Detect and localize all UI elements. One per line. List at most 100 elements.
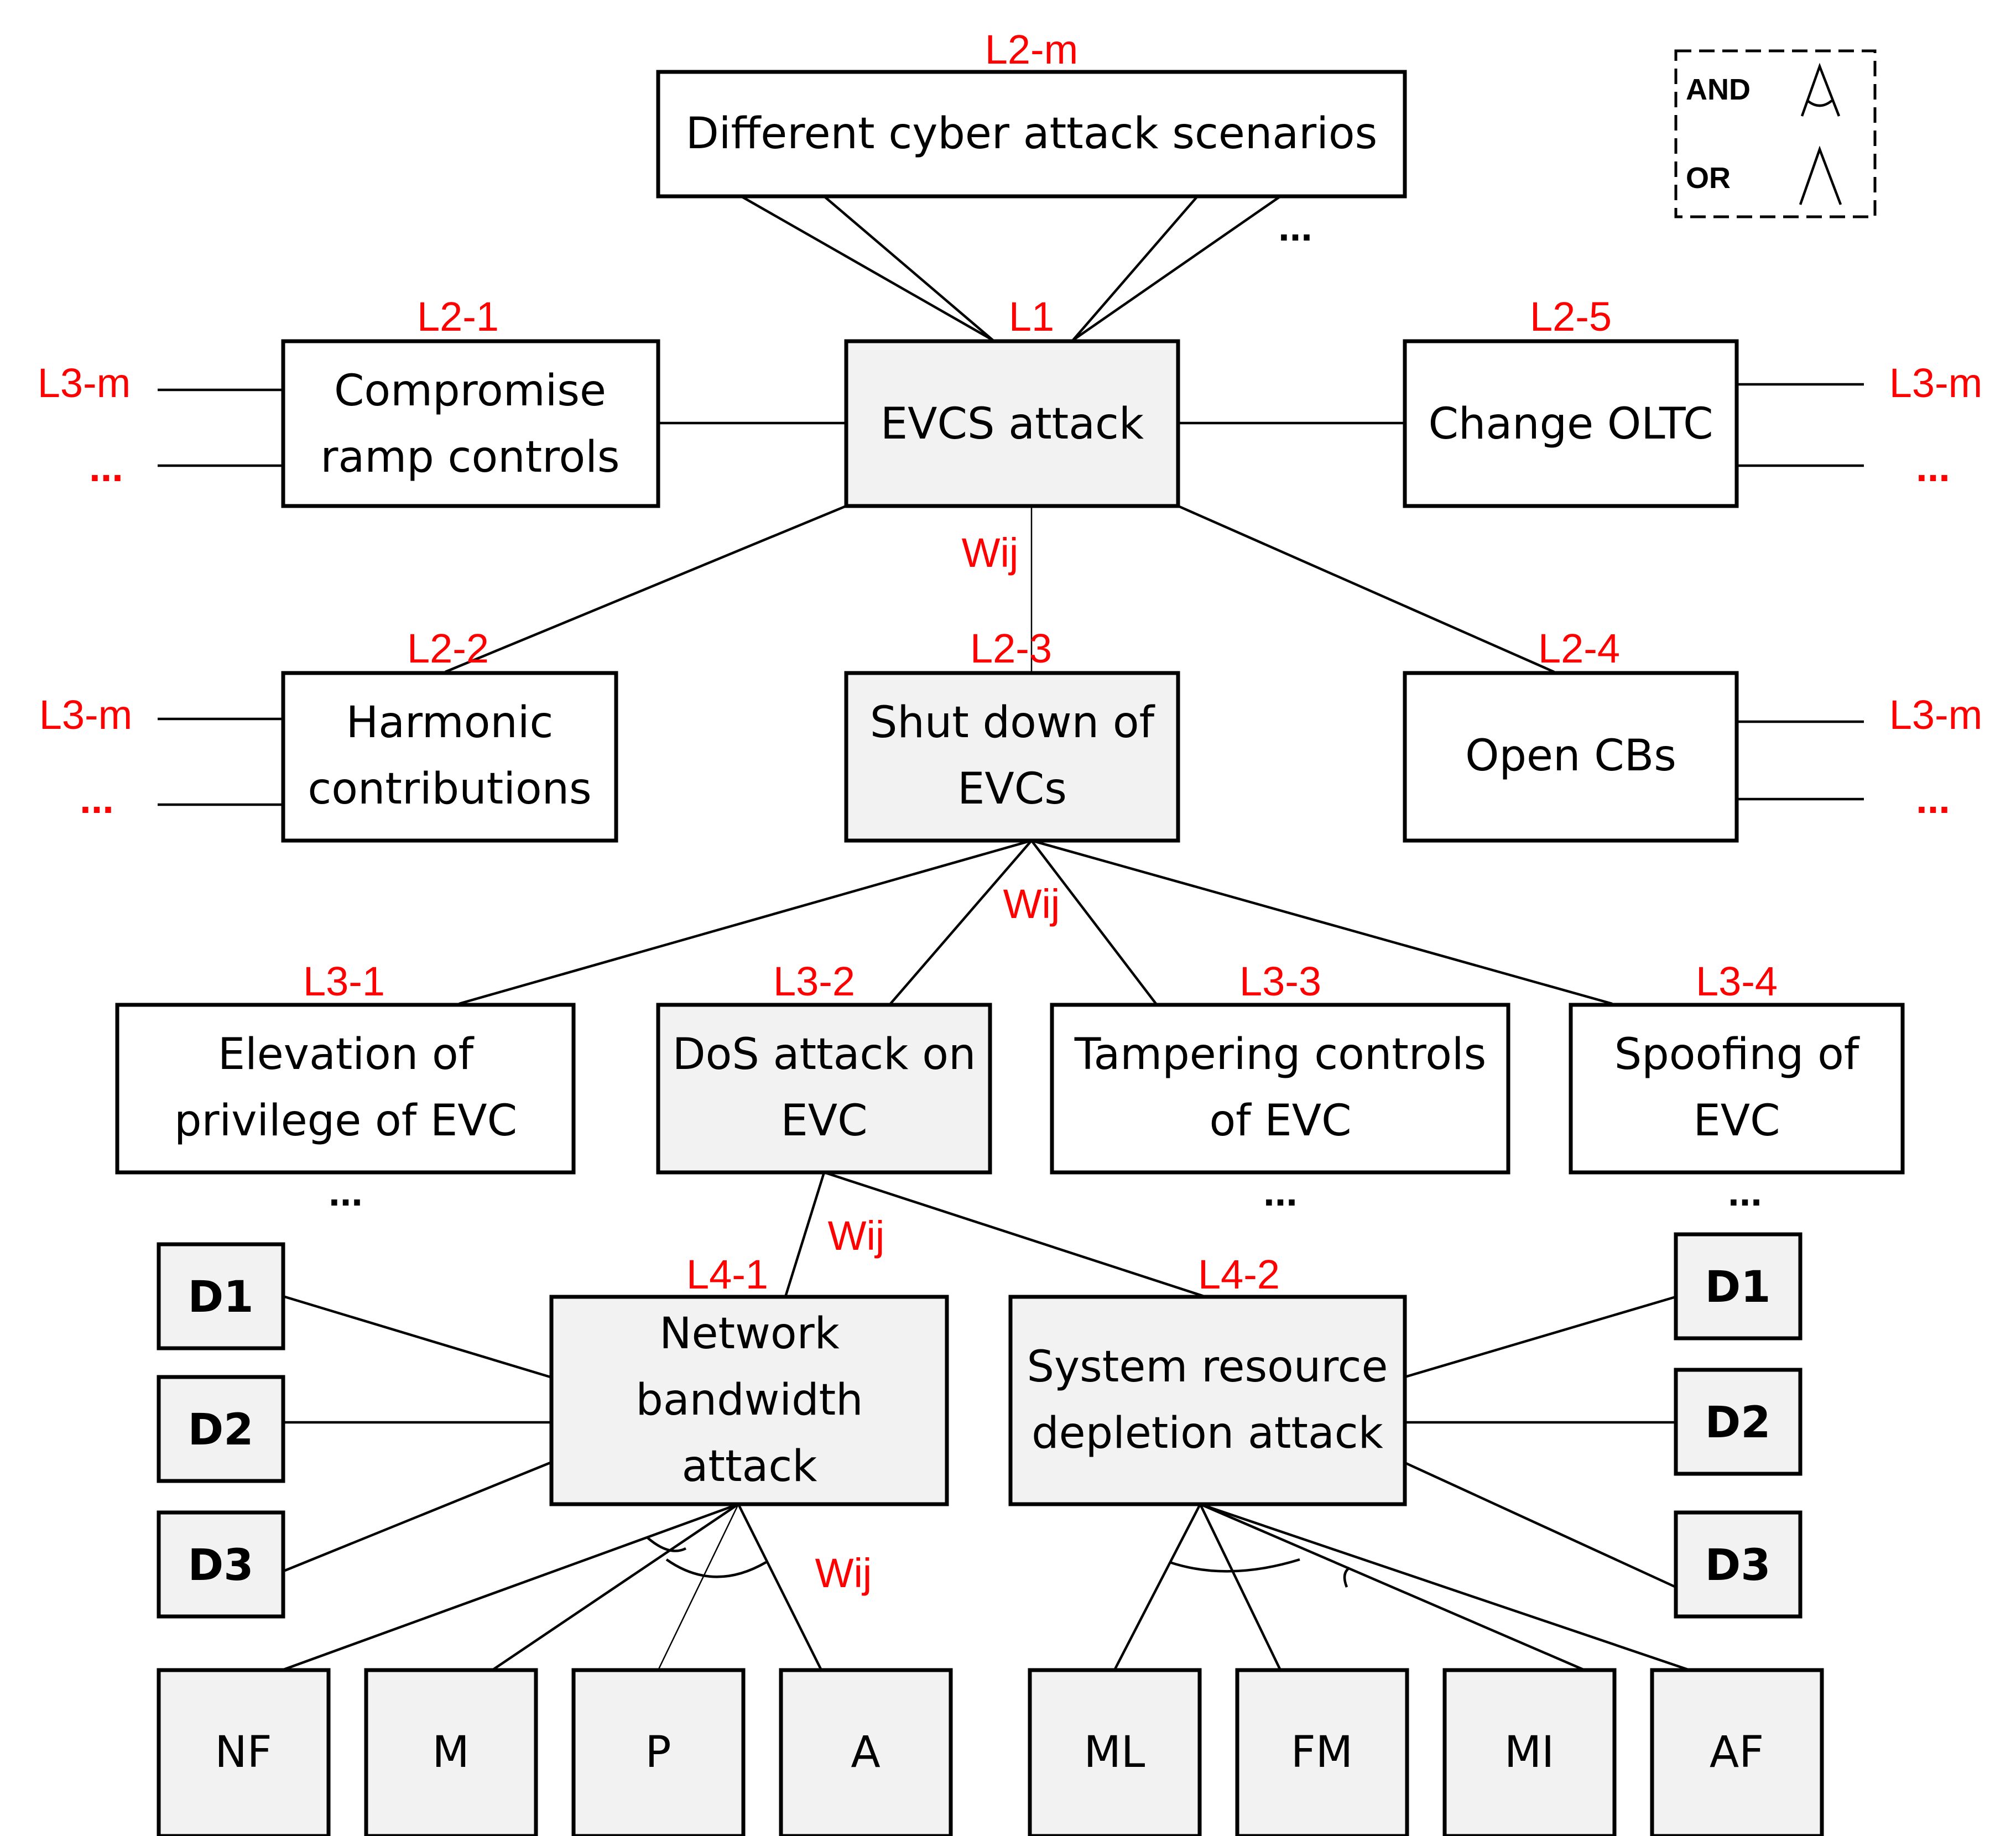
sysres-text-line1: System resource [1027,1342,1388,1392]
label-dos: L3-2 [773,958,855,1004]
dos-text-line2: EVC [780,1096,867,1146]
leaf-m-box [364,1668,538,1836]
harmonic-text-line2: contributions [308,764,591,814]
label-ramp: L2-1 [417,294,499,340]
d3-left-box [157,1510,285,1619]
dos-box [656,1003,992,1175]
d3-right-text: D3 [1705,1541,1770,1590]
leaf-mi-text: MI [1504,1728,1554,1777]
d2-left-box [157,1375,285,1483]
edge-dos-sysres [824,1171,1206,1298]
evcs-box [844,339,1180,508]
d1-left-text: D1 [187,1272,253,1322]
weight-evcs-shutdown: Wij [962,530,1019,576]
leaf-af-box [1650,1668,1824,1836]
d2-left-text: D2 [187,1405,253,1455]
ellipsis-harmonic: ... [80,776,114,822]
label-sysres: L4-2 [1198,1251,1280,1297]
ellipsis-elevation: ... [329,1169,363,1214]
edge-shutdown-elevation [459,839,1032,1005]
legend-and-label: AND [1686,73,1751,106]
side-label-oltc: L3-m [1889,360,1983,406]
leaf-a-text: A [851,1728,880,1777]
edge-sysres-ml [1113,1503,1201,1671]
elevation-box [115,1003,576,1175]
label-elevation: L3-1 [303,958,385,1004]
boxes [115,70,1905,1836]
weight-shutdown-dos: Wij [1003,881,1060,927]
edge-sysres-d1 [1404,1295,1676,1379]
ramp-text-line1: Compromise [334,366,606,416]
and-arc-sysres [1169,1558,1300,1573]
leaf-a-box [779,1668,953,1836]
netbw-text-line3: attack [682,1442,817,1491]
edge-root-evcs-4 [1072,195,1282,341]
harmonic-box [281,671,618,843]
leaf-nf-box [157,1668,331,1836]
and-arc-netbw-2 [665,1558,767,1578]
edge-netbw-p [657,1504,739,1671]
leaf-fm-box [1235,1668,1409,1836]
d3-left-text: D3 [187,1541,253,1590]
d2-right-text: D2 [1705,1398,1770,1448]
spoof-box [1569,1003,1905,1175]
node-labels: Different cyber attack scenarios EVCS at… [174,109,1860,1491]
edge-netbw-m [491,1503,739,1671]
root-text: Different cyber attack scenarios [686,109,1377,159]
edge-root-evcs-2 [823,195,994,341]
weight-dos-netbw: Wij [828,1213,885,1259]
edge-shutdown-tamper [1030,839,1157,1005]
and-arc-netbw-1 [646,1536,687,1552]
or-gate-icon [1799,145,1842,205]
netbw-text-line2: bandwidth [635,1375,863,1425]
leaf-p-box [571,1668,746,1836]
edge-evcs-harmonic [445,504,847,674]
ellipsis-tamper: ... [1263,1169,1298,1214]
leaf-ml-text: ML [1084,1728,1145,1777]
shutdown-box [844,671,1180,843]
leaf-m-text: M [432,1728,469,1777]
edge-sysres-af [1200,1503,1690,1672]
ellipsis-ramp: ... [89,444,123,490]
side-label-ramp: L3-m [38,360,131,406]
edge-dos-netbw [784,1172,826,1297]
ellipsis-root: ... [1278,204,1312,249]
spoof-text-line1: Spoofing of [1614,1030,1860,1079]
label-opencb: L2-4 [1538,625,1620,671]
elevation-text-line2: privilege of EVC [174,1096,517,1146]
leaf-fm-text: FM [1291,1728,1353,1777]
edge-shutdown-spoof [1031,839,1613,1005]
d2-right-box [1674,1368,1803,1476]
legend: AND OR [1674,49,1877,218]
edge-d3-netbw [284,1461,551,1572]
side-label-opencb: L3-m [1889,692,1983,738]
label-shutdown: L2-3 [970,625,1052,671]
shutdown-text-line1: Shut down of [870,698,1155,748]
evcs-text: EVCS attack [881,399,1144,449]
leaf-nf-text: NF [215,1728,272,1777]
dos-text-line1: DoS attack on [673,1030,976,1079]
harmonic-text-line1: Harmonic [346,698,554,748]
legend-or-label: OR [1686,161,1731,195]
tamper-text-line2: of EVC [1209,1096,1351,1146]
root-box [656,70,1407,199]
tamper-text-line1: Tampering controls [1074,1030,1487,1079]
edge-shutdown-dos [889,839,1033,1005]
ellipsis-spoof: ... [1728,1169,1762,1214]
edge-sysres-fm [1199,1504,1282,1671]
ellipsis-opencb: ... [1916,776,1950,822]
d3-right-box [1674,1510,1803,1619]
sysres-text-line2: depletion attack [1032,1409,1383,1458]
weight-netbw-leaves: Wij [815,1550,872,1596]
label-oltc: L2-5 [1530,294,1612,340]
edge-netbw-nf [282,1503,739,1672]
opencb-box [1403,671,1739,843]
d-box-labels: D1 D2 D3 D1 D2 D3 [187,1263,1770,1590]
opencb-text: Open CBs [1465,731,1676,781]
oltc-text: Change OLTC [1428,399,1713,449]
leaf-mi-box [1442,1668,1617,1836]
level-labels: L2-m L1 L2-1 L2-5 L2-2 L2-3 L2-4 L3-1 L3… [38,27,1983,1596]
label-tamper: L3-3 [1239,958,1321,1004]
d1-left-box [157,1242,285,1350]
